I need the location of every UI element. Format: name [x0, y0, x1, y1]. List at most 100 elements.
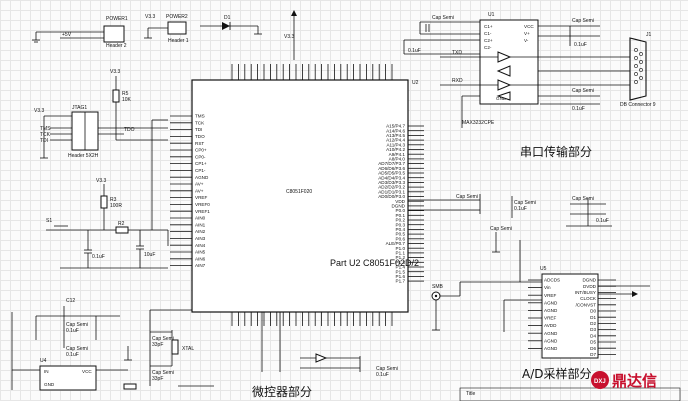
mcu-right-pin: AD5/D5/P3.5 [378, 171, 405, 176]
serial-section-title: 串口传输部分 [520, 144, 592, 159]
mcu-right-pin: P1.6 [396, 274, 406, 279]
serial-ic-name: MAX3232CPE [462, 120, 495, 126]
crystal-section: XTAL Cap Semi 33pF Cap Semi 33pF [149, 309, 214, 387]
diode-label: D1 [224, 15, 231, 21]
reset-sw-ref: S1 [46, 218, 52, 224]
adc-right-pin: D7 [590, 352, 596, 357]
power2-label: POWER2 [166, 14, 188, 20]
mcu-left-pin: CP1- [195, 168, 206, 173]
mcu-top-pins [231, 64, 393, 80]
mcu-left-pin: AIN3 [195, 236, 206, 241]
sma-ref: SMB [432, 284, 444, 290]
pullup-ref: R5 [122, 91, 129, 97]
mcu-left-pin: CP0+ [195, 148, 207, 153]
mcu-right-pin: A10/P4.2 [386, 147, 405, 152]
jtag-tms: TMS [40, 126, 51, 132]
jtag-connector: JTAG1 Header 5X2H TMS TCK TDI TDO V3.3 [34, 105, 135, 159]
mcu-right-pin: P1.3 [396, 260, 406, 265]
logo-badge: DXJ [594, 379, 606, 385]
mcu-right-pin: AD3/D3/P3.3 [378, 180, 405, 185]
mcu-left-pin: CP1+ [195, 161, 207, 166]
adc-left-pin: AGND [544, 346, 558, 351]
bottom-cap-val: Cap Semi [376, 366, 398, 372]
regulator-ref: U4 [40, 358, 47, 364]
mcu-right-pin: AD7/D7/P3.7 [378, 161, 405, 166]
reset-r-val: 100R [110, 203, 122, 209]
adc-left-pin: AGND [544, 308, 558, 313]
adc-left-pin: AGND [544, 338, 558, 343]
mcu-left-pin: VREF0 [195, 202, 210, 207]
reg-cap1-val: Cap Semi [66, 322, 88, 328]
mcu-right-pin: ALE/P0.7 [386, 241, 406, 246]
connector-ref: J1 [646, 32, 652, 38]
reg-cap2-size: 0.1uF [66, 352, 79, 358]
rxd-label: RXD [452, 78, 463, 84]
jtag-v33: V3.3 [34, 108, 45, 114]
adc-in-cap: Cap Semi [490, 226, 512, 232]
connector-name: DB Connector 9 [620, 102, 656, 108]
jtag-tdo: TDO [124, 127, 135, 133]
serial-vcc: VCC [524, 24, 534, 29]
mcu-left-pin: AIN5 [195, 250, 206, 255]
adc-right-pin: CLOCK [580, 296, 597, 301]
mcu-cap2-size: 0.1uF [514, 206, 527, 212]
adc-right-pin: D1 [590, 315, 596, 320]
adc-right-pin: D6 [590, 346, 596, 351]
mcu-right-pin: DGND [391, 204, 405, 209]
mcu-section-title: 微控器部分 [252, 384, 312, 399]
mcu-right-pin: AD0/D0/P3.0 [378, 194, 405, 199]
mcu-right-pin: P1.1 [396, 251, 406, 256]
mcu-right-pin: P0.0 [396, 208, 406, 213]
adc-cap-val: Cap Semi [572, 196, 594, 202]
serial-ic-ref: U1 [488, 12, 495, 18]
mcu-right-pin: VDD [395, 199, 405, 204]
adc-ref: U5 [540, 266, 547, 272]
serial-section: U1 MAX3232CPE C1+ C1- C2+ C2- VCC V+ V- … [403, 12, 656, 159]
mcu-left-pin: AIN6 [195, 256, 206, 261]
xtal-cap2-val: 33pF [152, 376, 163, 382]
adc-right-pin: D2 [590, 321, 596, 326]
series-r-ref: R2 [118, 221, 125, 227]
c3-val: Cap Semi [572, 18, 594, 24]
c1-val: Cap Semi [432, 15, 454, 21]
mcu-right-pin: A13/P4.5 [386, 133, 405, 138]
mcu-left-pin: RST [195, 141, 204, 146]
mcu-right-pin: AD4/D4/P3.4 [378, 175, 405, 180]
title-block: Title [459, 387, 681, 401]
mcu-left-pin: VREF1 [195, 209, 210, 214]
reg-cap1-size: 0.1uF [66, 328, 79, 334]
jtag-desc: Header 5X2H [68, 153, 99, 159]
mcu-right-pin: A12/P4.4 [386, 138, 405, 143]
mcu-decoupling: Cap Semi Cap Semi 0.1uF [408, 194, 536, 218]
mcu-right-pin: AD6/D6/P3.6 [378, 166, 405, 171]
logo-text: 鼎达信 [612, 372, 657, 390]
adc-right-pin: D3 [590, 327, 596, 332]
pullup-resistor: V3.3 R5 10K [110, 69, 132, 112]
reset-cap-val: 0.1uF [92, 254, 105, 260]
regulator-section: U4 IN VCC GND C12 Cap Semi 0.1uF Cap Sem… [11, 298, 137, 391]
mcu-left-pin: CP0- [195, 154, 206, 159]
reset-cap2-val: 10uF [144, 252, 155, 258]
mcu-left-wiring [115, 112, 169, 246]
mcu-right-pin: P0.3 [396, 222, 406, 227]
mcu-right-pin: P1.0 [396, 246, 406, 251]
mcu-right-pin: AD2/D2/P3.2 [378, 185, 405, 190]
mcu-right-pin: A14/P4.6 [386, 128, 405, 133]
mcu-ref: U2 [412, 80, 419, 86]
regulator-vcc: VCC [82, 369, 92, 374]
mcu-right-pin: P0.6 [396, 236, 406, 241]
c4-val: Cap Semi [572, 88, 594, 94]
mcu-right-pin: P1.4 [396, 265, 406, 270]
mcu-chip: C8051F020 U2 Part U2 C8051F02D/2 [191, 79, 419, 313]
net-v5-label: +5V [62, 32, 72, 38]
txd-label: TXD [452, 50, 462, 56]
mcu-left-pin: AGND [195, 175, 209, 180]
adc-right-pin: INT/BUSY [575, 290, 596, 295]
svg-text:V+: V+ [524, 31, 530, 36]
serial-gnd: GND [496, 96, 507, 101]
adc-right-pin: /CONVST [576, 302, 597, 307]
xtal-cap1-val: 33pF [152, 342, 163, 348]
net-v33-center: V3.3 [284, 34, 295, 40]
mcu-left-pin: AV+ [195, 182, 204, 187]
